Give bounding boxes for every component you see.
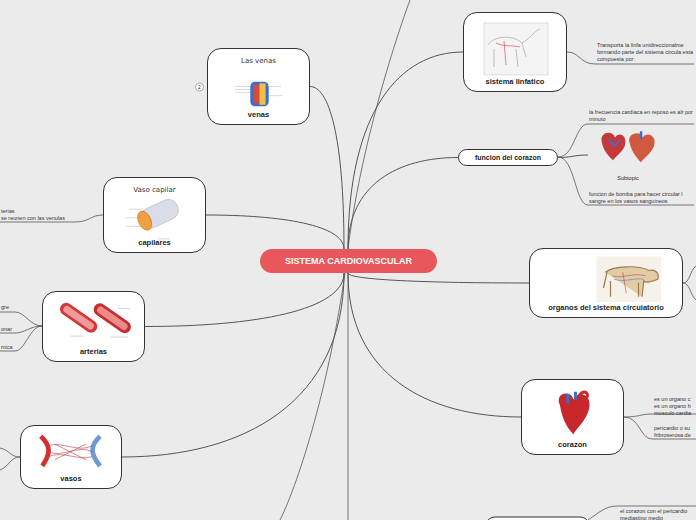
leaf-note: funcion de bomba para hacer circular l s… [589,191,694,205]
branch-line [348,273,521,417]
node-title: SISTEMA CARDIOVASCULAR [260,256,437,266]
branch-line [558,155,588,158]
leaf-note: terias [1,208,61,215]
topic-box: Vaso capilar capilares [103,177,206,253]
topic-box: corazon [521,379,624,455]
branch-line [145,273,344,327]
topic-pill: funcion del corazon [458,149,558,166]
node-title: vasos [21,474,121,483]
node-title: sistema linfatico [464,77,566,86]
topic-box: sistema linfatico [463,12,567,92]
node-title: venas [208,110,309,119]
leaf-note: gre [1,304,41,311]
topic-box: arterias [42,291,145,362]
node-title: organos del sistema circulatorio [530,303,682,312]
illustration [530,253,684,309]
illustration [208,65,311,114]
branch-line [310,87,344,250]
illustration [522,384,625,446]
branch-line [348,52,463,249]
leaf-note: es un organo c es un organo h musculo ca… [654,396,694,417]
branch-line [122,273,344,457]
illustration [104,192,207,242]
illustration [464,17,568,83]
node-title: Subtopic [588,175,668,181]
node-title: corazon [522,440,623,449]
illustration [588,128,668,172]
subtopic: Subtopic [588,128,668,182]
central-topic: SISTEMA CARDIOVASCULAR [260,249,437,273]
topic-box: Las venas venas [207,48,310,125]
topic-box: organos del sistema circulatorio [529,248,683,318]
illustration [43,296,146,353]
callout-number: 2 [196,84,203,91]
image-heading: Vaso capilar [104,186,205,194]
leaf-note: Transporta la linfa unidireccionalme for… [597,42,694,63]
leaf-note: pericardio o su fribroserosa de [654,425,694,439]
branch-line [348,158,458,250]
image-heading: Las venas [208,57,309,65]
branch-line [348,273,529,283]
leaf-note: mica [1,344,41,351]
leaf-note: el corazon con el pericardio mediastino … [620,508,694,520]
topic-box: vasos [20,425,122,489]
node-title: capilares [104,238,205,247]
leaf-note: se reunen con las venulas [1,215,101,222]
leaf-note: la frecuencia cardiaca en reposo es alr … [589,109,694,123]
node-title: arterias [43,347,144,356]
leaf-note: onar [1,326,41,333]
node-title: funcion del corazon [459,154,557,161]
illustration [21,430,123,480]
branch-line [206,215,344,249]
